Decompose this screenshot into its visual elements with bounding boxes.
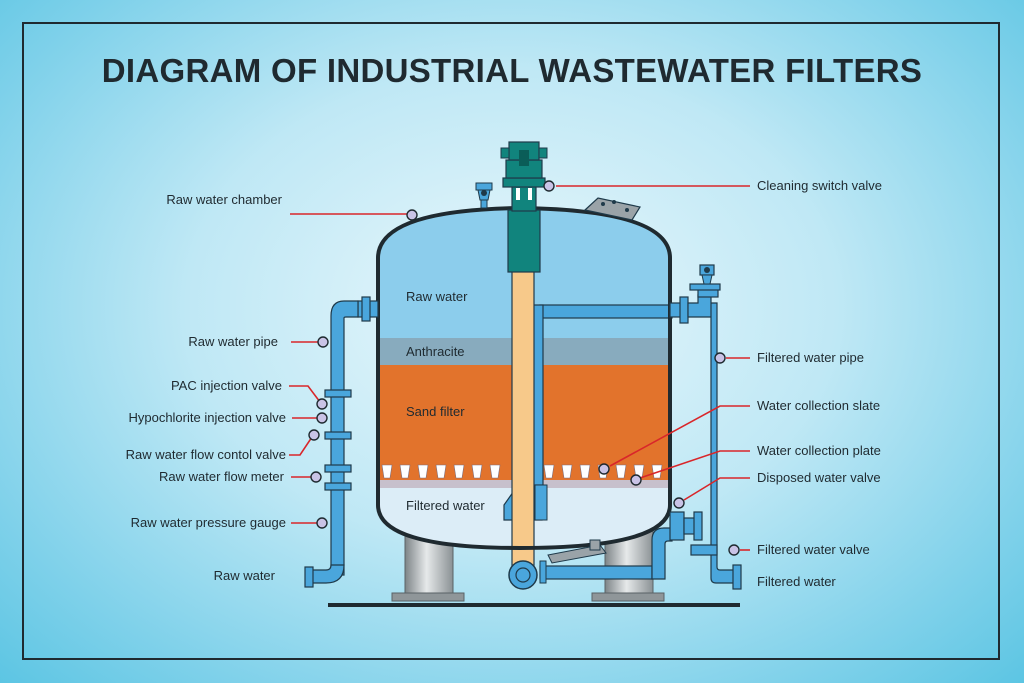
label-raw-water-flow-meter: Raw water flow meter xyxy=(159,469,284,484)
label-filtered-water-valve: Filtered water valve xyxy=(757,542,870,557)
label-filtered-water-pipe: Filtered water pipe xyxy=(757,350,864,365)
motor-head xyxy=(500,141,548,273)
label-cleaning-switch-valve: Cleaning switch valve xyxy=(757,178,883,193)
diagram-frame xyxy=(22,22,1000,660)
label-raw-water-flow-control-valve: Raw water flow contol valve xyxy=(125,447,286,462)
label-raw-water-pipe: Raw water pipe xyxy=(188,334,278,349)
bottom-drain-valve xyxy=(547,539,607,564)
label-filtered-water-outlet: Filtered water xyxy=(757,574,836,589)
label-disposed-water-valve: Disposed water valve xyxy=(757,470,881,485)
zone-sand-filter: Sand filter xyxy=(406,404,465,419)
label-water-collection-slate: Water collection slate xyxy=(757,398,881,413)
label-raw-water-inlet: Raw water xyxy=(213,568,275,583)
leader-lines xyxy=(289,185,750,551)
diagram-title: DIAGRAM OF INDUSTRIAL WASTEWATER FILTERS xyxy=(101,52,923,89)
label-raw-water-chamber: Raw water chamber xyxy=(166,192,282,207)
raw-water-pipe-system xyxy=(304,296,379,588)
manhole-cover xyxy=(583,197,641,221)
central-pipe xyxy=(511,269,535,569)
label-pac-injection-valve: PAC injection valve xyxy=(170,378,282,393)
callout-dots xyxy=(308,180,740,556)
zone-raw-water: Raw water xyxy=(406,289,468,304)
bottom-outlet xyxy=(508,527,673,590)
top-small-valve xyxy=(475,182,493,209)
tank-shell xyxy=(376,205,672,551)
label-water-collection-plate: Water collection plate xyxy=(757,443,881,458)
label-hypochlorite-injection-valve: Hypochlorite injection valve xyxy=(128,410,286,425)
ground-line xyxy=(328,603,740,607)
zone-anthracite: Anthracite xyxy=(406,344,465,359)
filtered-water-pipe-system xyxy=(669,264,742,590)
water-collection-slate-nozzles xyxy=(381,464,663,479)
zone-filtered-water: Filtered water xyxy=(406,498,485,513)
label-raw-water-pressure-gauge: Raw water pressure gauge xyxy=(130,515,286,530)
